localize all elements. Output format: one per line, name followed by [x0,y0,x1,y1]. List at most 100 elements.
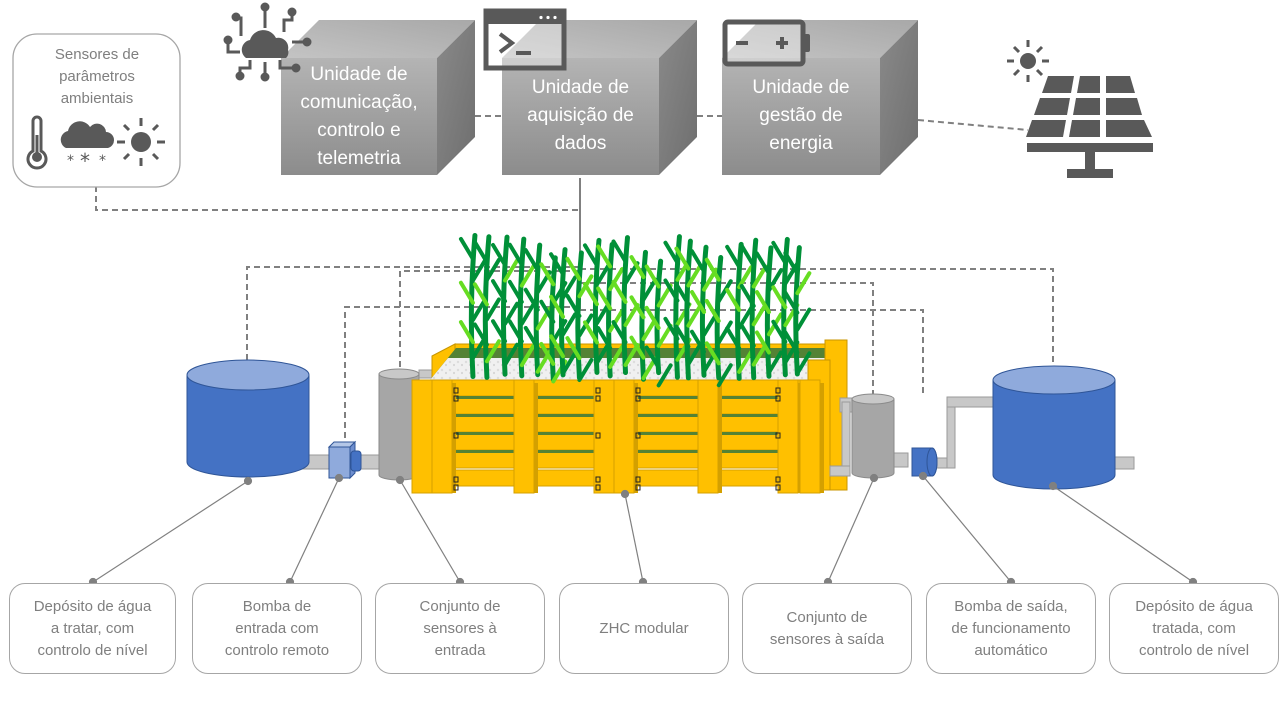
label-line: controlo de nível [37,641,148,659]
bolt [453,395,459,402]
pump-in-graphic [327,440,383,480]
label-line: sensores à saída [769,630,885,648]
wood-post-side [534,383,538,493]
terminal-window-icon [483,8,567,71]
link-env-sensors [95,186,580,211]
wood-post [777,379,799,494]
unit-comm-label: Unidade de comunicação, controlo e telem… [281,58,437,175]
unit-label-line: Unidade de [531,77,630,98]
plants-graphic [458,232,812,388]
link-energy-solar [917,119,1029,131]
pump-out-graphic [911,396,994,477]
label-line: Conjunto de [419,597,501,615]
plant [596,241,625,379]
unit-energy-label: Unidade de gestão de energia [722,70,880,162]
unit-acq-label: Unidade de aquisição de dados [502,70,659,162]
bolt [635,395,641,402]
bolt [453,484,459,491]
bolt [775,387,781,394]
bolt [775,432,781,439]
wood-post [431,379,453,494]
unit-label-line: telemetria [317,147,401,169]
plant [783,245,812,377]
bolt [453,387,459,394]
unit-label-line: comunicação, [300,91,418,113]
sensors-out-graphic [829,393,909,479]
label-zhc: ZHC modular [559,583,729,674]
env-sensors-line: Sensores de [54,46,140,63]
zhc-wetland-graphic [411,339,848,494]
label-pump-in: Bomba de entrada com controlo remoto [192,583,362,674]
link-tank-in [246,266,580,362]
wood-post-side [718,383,722,493]
plant [472,234,501,380]
link-tank-out [580,268,1054,365]
label-line: entrada [434,641,486,659]
label-sensors-in: Conjunto de sensores à entrada [375,583,545,674]
env-sensors-line: ambientais [60,90,134,107]
label-line: de funcionamento [951,619,1071,637]
wood-post [593,379,615,494]
bolt [635,387,641,394]
unit-label-line: Unidade de [310,63,408,85]
unit-comm-block [281,20,475,175]
cloud-network-icon [223,2,312,82]
leader-lines [88,471,1198,587]
unit-label-line: controlo e [317,119,401,141]
label-line: Conjunto de [786,608,868,626]
label-tank-out: Depósito de água tratada, com controlo d… [1109,583,1279,674]
bolt [595,484,601,491]
label-line: controlo remoto [224,641,330,659]
label-line: entrada com [235,619,319,637]
link-pump-in [344,306,580,440]
plant [458,232,487,379]
wood-post-side [820,383,824,493]
wood-post [411,379,433,494]
unit-label-line: aquisição de [527,105,634,126]
label-line: a tratar, com [50,619,135,637]
plant [523,242,552,378]
bolt [595,395,601,402]
battery-icon [722,19,810,67]
bolt [775,395,781,402]
label-line: Depósito de água [1135,597,1253,615]
svg-text:*: * [67,153,74,169]
wood-post [513,379,535,494]
wood-post [697,379,719,494]
wood-post [613,379,635,494]
unit-label-line: Unidade de [752,77,850,98]
label-line: automático [974,641,1048,659]
svg-text:*: * [99,153,106,169]
unit-label-line: energia [769,133,833,154]
label-tank-in: Depósito de água a tratar, com controlo … [9,583,176,674]
sun-icon [117,118,165,166]
plant [507,236,536,379]
bolt [775,476,781,483]
env-sensors-line: parâmetros [59,68,135,85]
link-sensors-out [580,309,924,394]
label-line: Depósito de água [33,597,152,615]
solar-panel-icon [1026,76,1153,178]
label-line: sensores à [423,619,497,637]
dashed-connections [95,115,1054,447]
bolt [453,432,459,439]
bolt [453,476,459,483]
bolt [595,476,601,483]
svg-text:*: * [80,149,90,173]
label-line: Bomba de saída, [954,597,1068,615]
bolt [635,476,641,483]
wood-post [799,379,821,494]
bolt [595,387,601,394]
plant [491,234,520,377]
thermometer-icon [26,115,48,170]
env-sensors-title: Sensores de parâmetros ambientais [14,44,180,110]
label-line: tratada, com [1152,619,1236,637]
snow-cloud-icon: * * * [60,121,115,173]
unit-acq-block [502,20,697,175]
label-sensors-out: Conjunto de sensores à saída [742,583,912,674]
link-pump-out [580,282,874,447]
unit-label-line: gestão de [759,105,843,126]
label-line: ZHC modular [599,619,689,637]
